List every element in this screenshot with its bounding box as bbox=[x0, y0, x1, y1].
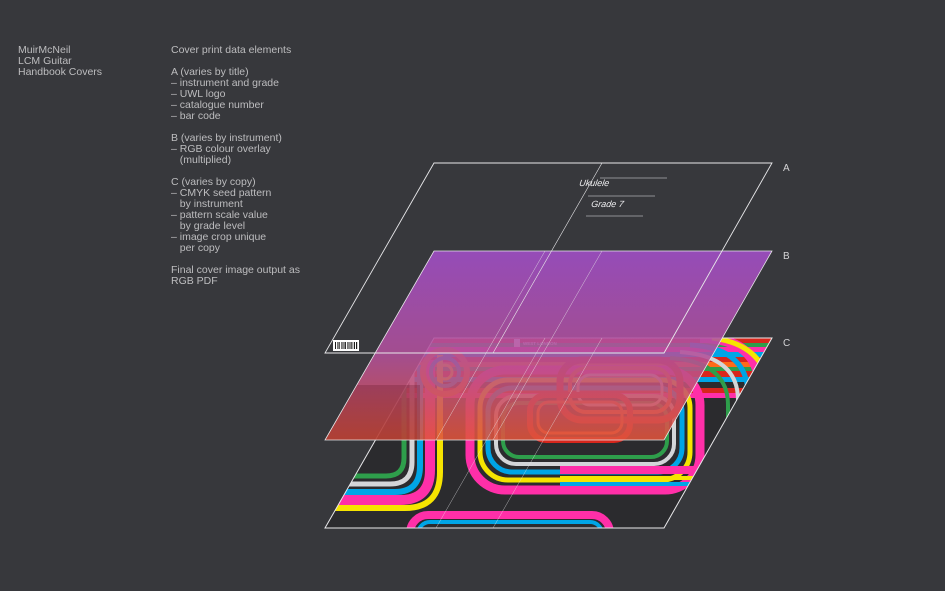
layer-b: B bbox=[324, 250, 790, 441]
note-line: – bar code bbox=[171, 110, 221, 122]
note-line: – UWL logo bbox=[171, 88, 226, 100]
layer-c-fold-line bbox=[435, 337, 546, 529]
layer-a-label: A bbox=[783, 163, 790, 174]
credit-line: Handbook Covers bbox=[18, 66, 103, 78]
note-line: by grade level bbox=[171, 220, 246, 232]
credit-line: MuirMcNeil bbox=[18, 44, 71, 56]
barcode-icon bbox=[333, 340, 359, 351]
notes-title: Cover print data elements bbox=[171, 44, 292, 56]
note-line: – instrument and grade bbox=[171, 77, 279, 89]
note-line: per copy bbox=[171, 242, 221, 254]
note-line: (multiplied) bbox=[171, 154, 232, 166]
note-line: RGB PDF bbox=[171, 275, 218, 287]
notes-section-c: C (varies by copy) – CMYK seed pattern b… bbox=[171, 177, 331, 254]
layer-b-fold-line bbox=[492, 250, 603, 441]
note-line: – RGB colour overlay bbox=[171, 143, 271, 155]
note-line: – CMYK seed pattern bbox=[171, 187, 272, 199]
grade-title: Grade 7 bbox=[591, 199, 626, 209]
layer-b-fold-line bbox=[435, 250, 546, 441]
note-line: Final cover image output as bbox=[171, 264, 300, 276]
note-line: – pattern scale value bbox=[171, 209, 268, 221]
note-line: C (varies by copy) bbox=[171, 176, 256, 188]
notes-section-b: B (varies by instrument) – RGB colour ov… bbox=[171, 133, 331, 166]
layer-b-overlay bbox=[325, 251, 772, 440]
notes-block: Cover print data elements A (varies by t… bbox=[171, 45, 331, 298]
layer-c-label: C bbox=[783, 338, 790, 349]
instrument-title: Ukulele bbox=[579, 178, 610, 188]
layer-a: Ukulele Grade 7 A bbox=[324, 162, 790, 529]
note-line: B (varies by instrument) bbox=[171, 132, 282, 144]
note-line: by instrument bbox=[171, 198, 243, 210]
notes-section-output: Final cover image output as RGB PDF bbox=[171, 265, 331, 287]
note-line: A (varies by title) bbox=[171, 66, 249, 78]
layer-c-fold-line bbox=[492, 337, 603, 529]
credit-block: MuirMcNeil LCM Guitar Handbook Covers bbox=[18, 45, 102, 78]
note-line: – catalogue number bbox=[171, 99, 264, 111]
layer-a-outline bbox=[324, 162, 773, 354]
credit-line: LCM Guitar bbox=[18, 55, 72, 67]
note-line: – image crop unique bbox=[171, 231, 267, 243]
notes-section-a: A (varies by title) – instrument and gra… bbox=[171, 67, 331, 122]
layer-a-fold-line bbox=[492, 162, 603, 354]
layer-b-label: B bbox=[783, 251, 790, 262]
layer-b-outline bbox=[324, 250, 773, 441]
